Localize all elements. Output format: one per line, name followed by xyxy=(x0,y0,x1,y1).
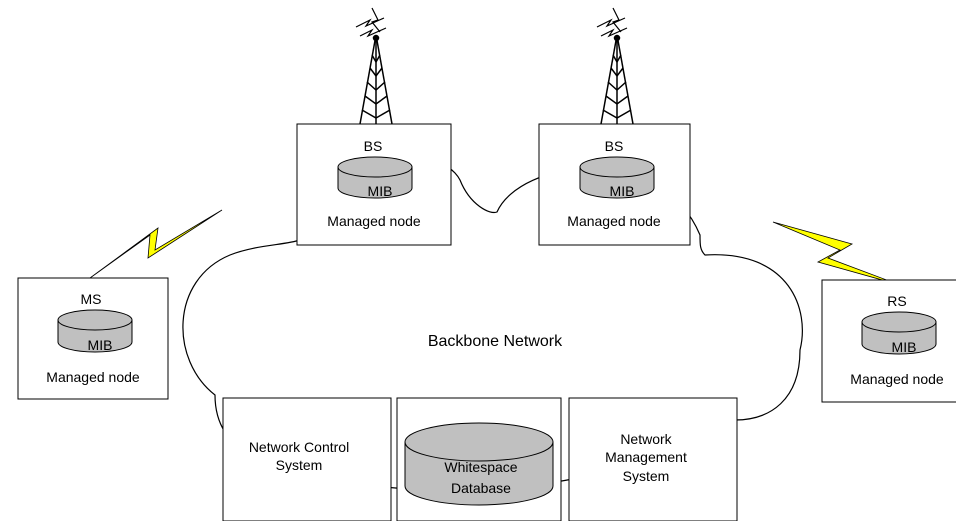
lightning-bolt-left xyxy=(89,209,223,279)
node-title: RS xyxy=(887,293,906,309)
node-caption: Managed node xyxy=(567,213,661,229)
database-icon xyxy=(404,422,554,506)
system-label-line1: Network xyxy=(620,431,672,447)
lightning-bolt-right xyxy=(772,221,901,286)
node-caption: Managed node xyxy=(850,371,944,387)
system-label-line1: Whitespace xyxy=(444,459,517,475)
managed-node-rs: RS MIB Managed node xyxy=(821,279,956,403)
system-label-line1: Network Control xyxy=(249,439,349,455)
managed-node-ms: MS MIB Managed node xyxy=(17,277,169,400)
database-icon xyxy=(861,311,937,355)
node-caption: Managed node xyxy=(327,213,421,229)
mib-label: MIB xyxy=(610,183,635,199)
managed-node-bs-left: BS MIB Managed node xyxy=(296,123,452,246)
mib-label: MIB xyxy=(368,183,393,199)
database-icon xyxy=(57,309,133,353)
antenna-tower-left xyxy=(355,7,393,125)
cloud-label: Backbone Network xyxy=(428,333,563,350)
node-title: BS xyxy=(605,138,624,154)
managed-node-bs-right: BS MIB Managed node xyxy=(538,123,691,246)
node-caption: Managed node xyxy=(46,369,140,385)
antenna-tower-right xyxy=(596,7,634,125)
node-title: MS xyxy=(81,291,102,307)
network-control-system: Network Control System xyxy=(222,397,392,521)
database-icon xyxy=(337,156,413,199)
database-icon xyxy=(579,156,655,199)
mib-label: MIB xyxy=(88,337,113,353)
whitespace-database: Whitespace Database xyxy=(396,397,562,521)
system-label-line2: Management xyxy=(605,449,687,465)
network-management-system: Network Management System xyxy=(568,397,738,521)
node-title: BS xyxy=(364,138,383,154)
system-label-line3: System xyxy=(623,468,670,484)
system-label-line2: System xyxy=(276,457,323,473)
mib-label: MIB xyxy=(892,339,917,355)
system-label-line2: Database xyxy=(451,480,511,496)
